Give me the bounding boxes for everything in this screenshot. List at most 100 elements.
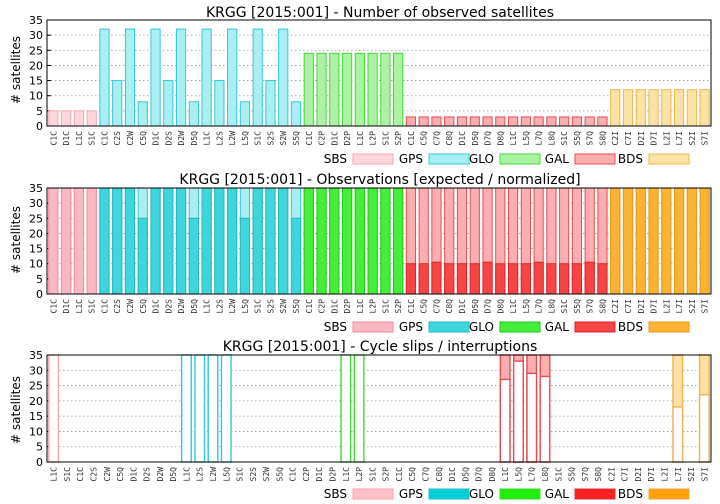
- x-tick-label: S1C: [254, 299, 263, 314]
- bar: [635, 89, 646, 127]
- bar-interruptions: [48, 354, 60, 463]
- x-tick-label: S8Q: [594, 467, 603, 482]
- bar-normalized: [444, 263, 455, 295]
- bar-normalized: [533, 261, 544, 295]
- bar-normalized: [61, 187, 72, 295]
- x-tick-label: C5Q: [139, 131, 148, 146]
- x-tick-label: L7I: [675, 131, 684, 146]
- bar-normalized: [86, 187, 97, 295]
- panel-number-of-observed-satellites: KRGG [2015:001] - Number of observed sat…: [9, 5, 712, 166]
- bar: [252, 28, 263, 127]
- x-tick-label: S2W: [262, 467, 271, 482]
- panel-observations-expected-normalized: KRGG [2015:001] - Observations [expected…: [9, 172, 712, 334]
- bar-normalized: [303, 187, 314, 295]
- bar: [533, 116, 544, 127]
- x-tick-label: S8Q: [598, 131, 607, 146]
- bar-normalized: [559, 263, 570, 295]
- legend-swatch: [499, 153, 541, 165]
- legend-label: SBS: [324, 487, 347, 501]
- bar: [431, 116, 442, 127]
- x-tick-label: L2I: [662, 131, 671, 146]
- y-tick-label: 25: [29, 44, 43, 57]
- bar: [520, 116, 531, 127]
- x-tick-label: L2S: [196, 467, 205, 482]
- bar-normalized: [367, 187, 378, 295]
- bar: [316, 52, 327, 127]
- x-tick-label: D1C: [129, 467, 138, 482]
- bar: [278, 28, 289, 127]
- x-tick-label: S5Q: [292, 299, 301, 314]
- bar-normalized: [137, 217, 148, 295]
- x-tick-label: L1C: [75, 131, 84, 146]
- legend-label: GLO: [469, 320, 494, 334]
- x-tick-label: S2P: [382, 467, 391, 482]
- panel-2-title: KRGG [2015:001] - Observations [expected…: [179, 172, 580, 188]
- y-tick-label: 5: [36, 441, 43, 454]
- x-tick-label: C5Q: [139, 299, 148, 314]
- x-tick-label: C1C: [100, 299, 109, 314]
- bar-normalized: [661, 187, 672, 295]
- bar: [546, 116, 557, 127]
- bar: [175, 28, 187, 127]
- bar-normalized: [380, 187, 391, 295]
- bar: [61, 110, 72, 127]
- x-tick-label: C1C: [49, 131, 58, 146]
- x-tick-label: L1C: [356, 299, 365, 314]
- x-tick-label: S1C: [88, 131, 97, 146]
- bar-normalized: [584, 261, 595, 295]
- x-tick-label: L2P: [355, 467, 364, 482]
- legend-label: GPS: [399, 487, 423, 501]
- bar: [354, 52, 365, 127]
- x-tick-label: L2W: [209, 467, 218, 482]
- y-tick-label: 35: [29, 182, 43, 195]
- x-tick-label: C8Q: [445, 131, 454, 146]
- legend-swatch: [352, 321, 394, 333]
- y-tick-label: 10: [29, 258, 43, 271]
- y-tick-label: 5: [36, 105, 43, 118]
- bar: [99, 28, 110, 127]
- x-tick-label: C2P: [318, 299, 327, 314]
- bar-interruptions: [353, 354, 365, 463]
- x-tick-label: C5Q: [408, 467, 417, 482]
- y-tick-label: 20: [29, 227, 43, 240]
- bar-normalized: [48, 187, 59, 295]
- x-tick-label: D5Q: [190, 299, 199, 314]
- bar-normalized: [329, 187, 340, 295]
- x-tick-label: L8Q: [547, 131, 556, 146]
- bar: [150, 28, 161, 127]
- legend-swatch: [648, 488, 690, 500]
- x-tick-label: D2I: [634, 467, 643, 482]
- x-tick-label: S2P: [394, 299, 403, 314]
- bar: [622, 89, 634, 127]
- legend-swatch: [648, 153, 690, 165]
- x-tick-label: L8Q: [541, 467, 550, 482]
- bar-normalized: [431, 261, 442, 295]
- bar: [495, 116, 506, 127]
- x-tick-label: C2I: [611, 299, 620, 314]
- bar: [239, 101, 251, 127]
- bar-normalized: [686, 187, 697, 295]
- y-tick-label: 30: [29, 364, 43, 377]
- bar-normalized: [341, 187, 353, 295]
- panel-cycle-slips-interruptions: KRGG [2015:001] - Cycle slips / interrup…: [9, 339, 712, 501]
- y-tick-label: 0: [36, 120, 43, 133]
- x-tick-label: S5Q: [573, 299, 582, 314]
- bar: [73, 110, 85, 127]
- x-tick-label: D2I: [637, 131, 646, 146]
- bar: [444, 116, 455, 127]
- x-tick-label: C2W: [126, 131, 135, 146]
- y-tick-label: 0: [36, 288, 43, 301]
- legend-swatch: [574, 488, 616, 500]
- bar-interruptions: [194, 354, 206, 463]
- x-tick-label: L1C: [342, 467, 351, 482]
- legend-swatch: [428, 488, 470, 500]
- x-tick-label: S1C: [63, 467, 72, 482]
- x-tick-label: L7Q: [535, 299, 544, 314]
- y-tick-label: 5: [36, 273, 43, 286]
- bar: [137, 101, 148, 127]
- x-tick-label: L2S: [215, 299, 224, 314]
- x-tick-label: D5Q: [190, 131, 199, 146]
- bar: [124, 28, 136, 127]
- y-tick-label: 30: [29, 197, 43, 210]
- x-tick-label: D2I: [637, 299, 646, 314]
